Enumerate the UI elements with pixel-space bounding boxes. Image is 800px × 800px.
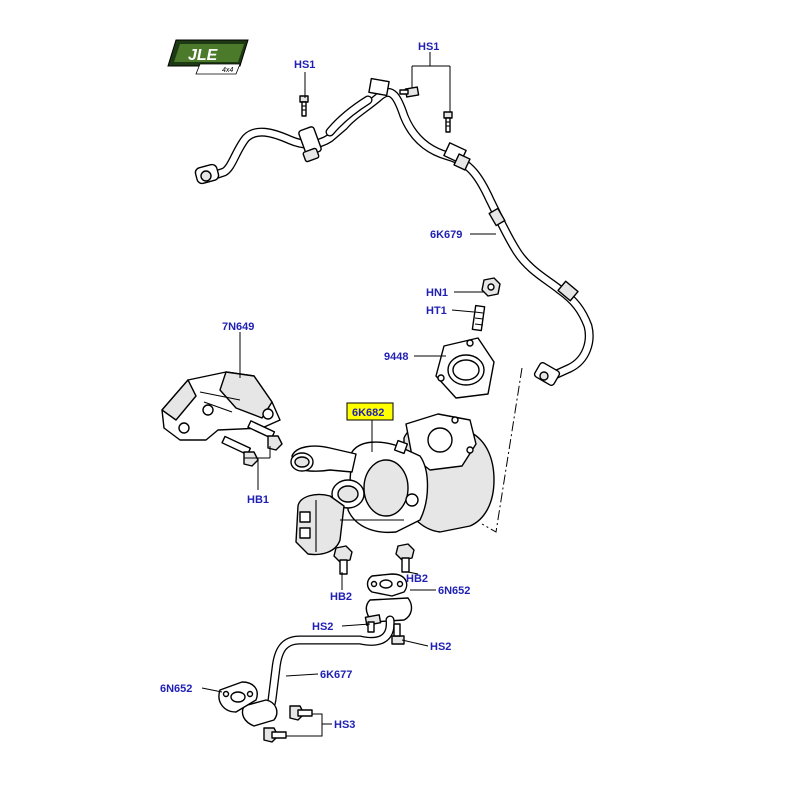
hs3-bolt-1 — [289, 705, 313, 721]
label-hb2-left: HB2 — [330, 591, 352, 603]
oil-return-pipe — [241, 597, 413, 727]
label-hs3: HS3 — [334, 719, 355, 731]
highlight-6k682: 6K682 — [346, 402, 394, 421]
label-6k677: 6K677 — [320, 669, 352, 681]
hs2-bolt-right — [391, 623, 405, 645]
label-6k682: 6K682 — [352, 407, 384, 419]
hs3-bolt-2 — [263, 727, 287, 743]
label-6k679: 6K679 — [430, 229, 462, 241]
gasket-9448 — [435, 337, 495, 399]
label-hb2-right: HB2 — [406, 573, 428, 585]
hs2-bolt-left — [364, 614, 382, 633]
gasket-6n652-lower — [218, 681, 258, 713]
label-hs2-left: HS2 — [312, 621, 333, 633]
logo-text: JLE — [188, 47, 219, 64]
hb1-bolt-2 — [247, 420, 283, 451]
label-6n652-left: 6N652 — [160, 683, 192, 695]
label-ht1: HT1 — [426, 305, 447, 317]
label-6n652-right: 6N652 — [438, 585, 470, 597]
label-hn1: HN1 — [426, 287, 448, 299]
label-hs1-left: HS1 — [294, 59, 315, 71]
jle-logo: JLE 4x4 — [167, 39, 249, 75]
assembly-line — [481, 367, 523, 533]
hn1-nut — [481, 277, 501, 297]
leader-lines — [201, 52, 496, 737]
ht1-stud — [471, 304, 486, 332]
hs1-bolt-right — [443, 111, 453, 133]
label-hb1: HB1 — [247, 494, 269, 506]
logo-subtext: 4x4 — [222, 67, 233, 74]
hs1-bolt-upper — [399, 86, 420, 98]
hb2-bolt-right — [395, 543, 415, 573]
oil-feed-pipe — [194, 77, 594, 387]
turbocharger-6k682 — [290, 413, 495, 556]
label-9448: 9448 — [384, 351, 408, 363]
gasket-6n652-upper — [366, 573, 408, 597]
label-hs1-right: HS1 — [418, 41, 439, 53]
label-hs2-right: HS2 — [430, 641, 451, 653]
hb2-bolt-left — [333, 545, 353, 575]
hb1-bolt-1 — [221, 435, 259, 467]
label-7n649: 7N649 — [222, 321, 254, 333]
hs1-bolt-left — [299, 95, 309, 117]
